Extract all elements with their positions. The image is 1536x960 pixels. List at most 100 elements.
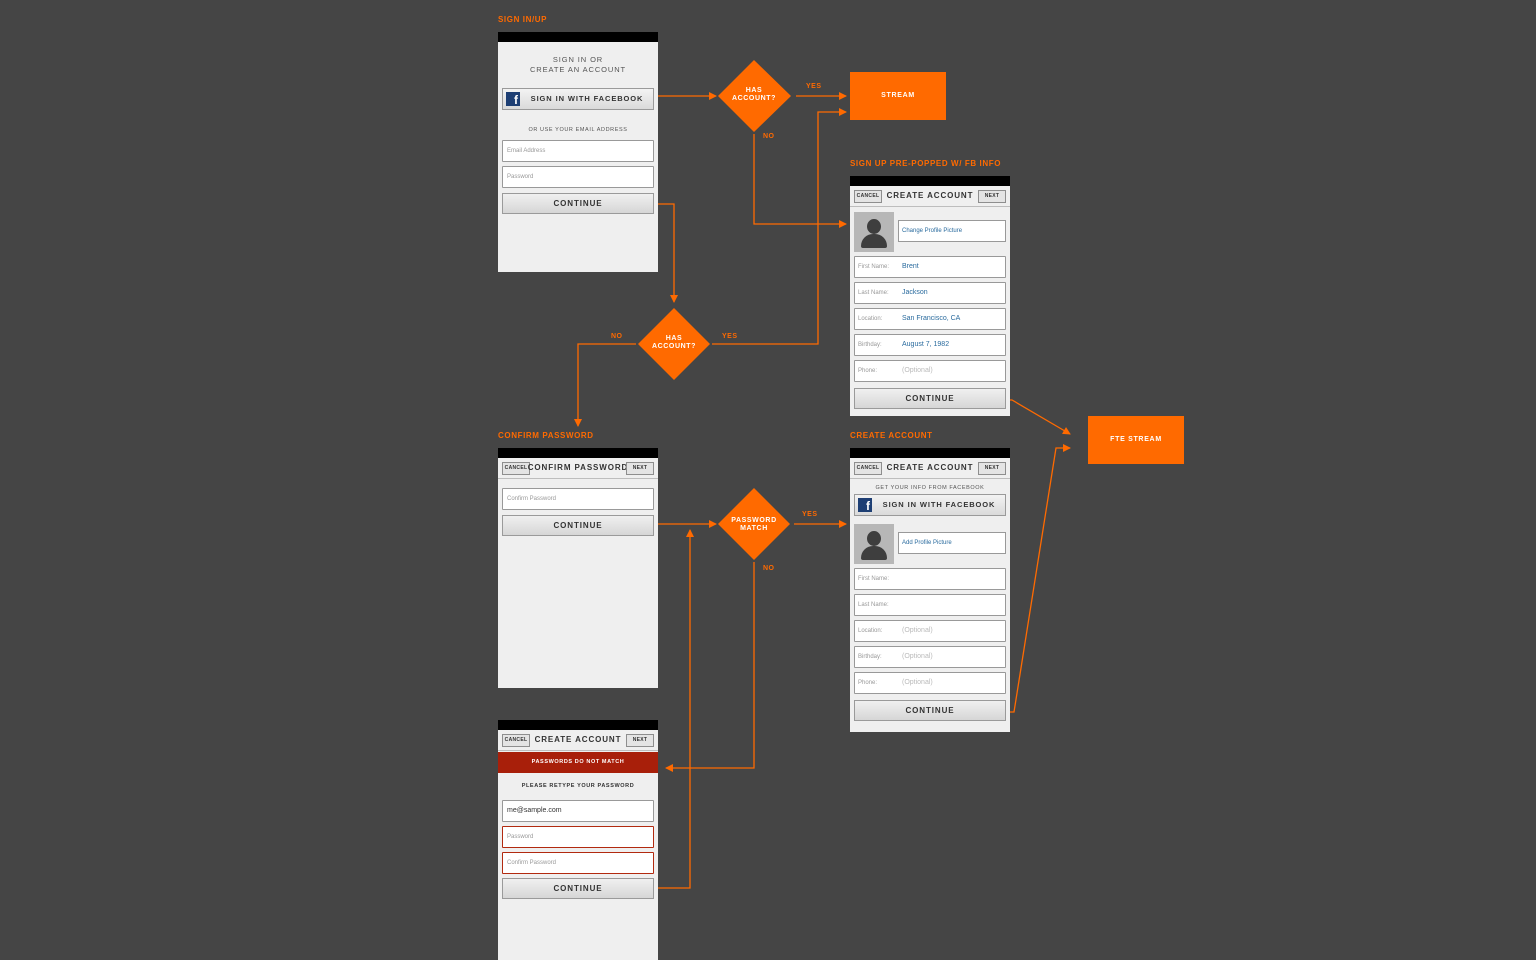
- password-field[interactable]: Password: [502, 826, 654, 848]
- confirm-password-field[interactable]: Confirm Password: [502, 852, 654, 874]
- avatar[interactable]: [854, 524, 894, 564]
- password-placeholder: Password: [507, 834, 534, 840]
- last-name-field[interactable]: Last Name: Jackson: [854, 282, 1006, 304]
- create-account-screen: CANCEL CREATE ACCOUNT NEXT GET YOUR INFO…: [850, 448, 1010, 732]
- location-value: San Francisco, CA: [902, 315, 961, 322]
- last-name-value: Jackson: [902, 289, 928, 296]
- or-email-text: OR USE YOUR EMAIL ADDRESS: [528, 127, 628, 133]
- facebook-signin-button[interactable]: f SIGN IN WITH FACEBOOK: [854, 494, 1006, 516]
- section-label-signup-prepopped: SIGN UP PRE-POPPED W/ FB INFO: [850, 159, 1002, 168]
- password-field[interactable]: Password: [502, 166, 654, 188]
- avatar-head-icon: [867, 219, 881, 234]
- get-info-text: GET YOUR INFO FROM FACEBOOK: [875, 485, 985, 491]
- nav-title: CREATE ACCOUNT: [886, 463, 974, 472]
- change-profile-picture-field[interactable]: Change Profile Picture: [898, 220, 1006, 242]
- birthday-value: August 7, 1982: [902, 341, 950, 348]
- status-bar: [850, 176, 1010, 186]
- location-field[interactable]: Location: (Optional): [854, 620, 1006, 642]
- avatar-body-icon: [861, 234, 887, 248]
- first-name-label: First Name:: [858, 576, 890, 582]
- confirm-password-field[interactable]: Confirm Password: [502, 488, 654, 510]
- facebook-signin-label: SIGN IN WITH FACEBOOK: [530, 94, 644, 103]
- signin-continue-button[interactable]: CONTINUE: [502, 193, 654, 214]
- avatar-body-icon: [861, 546, 887, 560]
- phone-value: (Optional): [902, 367, 933, 374]
- nav-bar: CANCEL CREATE ACCOUNT NEXT: [850, 458, 1010, 479]
- next-button[interactable]: NEXT: [626, 462, 654, 475]
- facebook-signin-label: SIGN IN WITH FACEBOOK: [882, 500, 996, 509]
- confirm-password-placeholder: Confirm Password: [507, 860, 557, 866]
- avatar-head-icon: [867, 531, 881, 546]
- first-name-value: Brent: [902, 263, 919, 270]
- birthday-field[interactable]: Birthday: (Optional): [854, 646, 1006, 668]
- add-profile-picture-label: Add Profile Picture: [902, 540, 952, 546]
- signin-heading-line2: CREATE AN ACCOUNT: [529, 65, 626, 74]
- no-label-3: NO: [763, 565, 775, 572]
- create-continue-button[interactable]: CONTINUE: [854, 700, 1006, 721]
- add-profile-picture-field[interactable]: Add Profile Picture: [898, 532, 1006, 554]
- next-button[interactable]: NEXT: [978, 190, 1006, 203]
- location-value: (Optional): [902, 627, 933, 634]
- error-banner: PASSWORDS DO NOT MATCH: [498, 752, 658, 773]
- nav-title: CREATE ACCOUNT: [886, 191, 974, 200]
- confirm-continue-button[interactable]: CONTINUE: [502, 515, 654, 536]
- email-field[interactable]: Email Address: [502, 140, 654, 162]
- location-label: Location:: [858, 316, 883, 322]
- confirm-password-screen: CANCEL CONFIRM PASSWORD NEXT Confirm Pas…: [498, 448, 658, 688]
- nav-title: CONFIRM PASSWORD: [527, 463, 629, 472]
- no-label-1: NO: [763, 133, 775, 140]
- cancel-button[interactable]: CANCEL: [854, 462, 882, 475]
- location-label: Location:: [858, 628, 883, 634]
- email-value: me@sample.com: [507, 807, 562, 814]
- next-button[interactable]: NEXT: [978, 462, 1006, 475]
- first-name-field[interactable]: First Name:: [854, 568, 1006, 590]
- first-name-field[interactable]: First Name: Brent: [854, 256, 1006, 278]
- no-label-2: NO: [611, 333, 623, 340]
- birthday-label: Birthday:: [858, 654, 882, 660]
- phone-value: (Optional): [902, 679, 933, 686]
- nav-bar: CANCEL CONFIRM PASSWORD NEXT: [498, 458, 658, 479]
- cancel-button[interactable]: CANCEL: [854, 190, 882, 203]
- avatar[interactable]: [854, 212, 894, 252]
- last-name-label: Last Name:: [858, 602, 889, 608]
- facebook-signin-button[interactable]: f SIGN IN WITH FACEBOOK: [502, 88, 654, 110]
- retype-password-text: PLEASE RETYPE YOUR PASSWORD: [521, 783, 635, 789]
- phone-field[interactable]: Phone: (Optional): [854, 360, 1006, 382]
- signin-screen: SIGN IN OR CREATE AN ACCOUNT f SIGN IN W…: [498, 32, 658, 272]
- birthday-label: Birthday:: [858, 342, 882, 348]
- password-placeholder: Password: [507, 174, 534, 180]
- nav-title: CREATE ACCOUNT: [534, 735, 622, 744]
- first-name-label: First Name:: [858, 264, 890, 270]
- section-label-create-account: CREATE ACCOUNT: [850, 431, 933, 440]
- status-bar: [498, 448, 658, 458]
- email-placeholder: Email Address: [507, 148, 546, 154]
- password-mismatch-screen: CANCEL CREATE ACCOUNT NEXT PASSWORDS DO …: [498, 720, 658, 960]
- change-profile-picture-label: Change Profile Picture: [902, 228, 963, 234]
- cancel-button[interactable]: CANCEL: [502, 734, 530, 747]
- status-bar: [850, 448, 1010, 458]
- prepopped-continue-button[interactable]: CONTINUE: [854, 388, 1006, 409]
- email-field[interactable]: me@sample.com: [502, 800, 654, 822]
- next-button[interactable]: NEXT: [626, 734, 654, 747]
- decision-has-account-2: [638, 308, 710, 380]
- phone-field[interactable]: Phone: (Optional): [854, 672, 1006, 694]
- cancel-button[interactable]: CANCEL: [502, 462, 530, 475]
- confirm-password-placeholder: Confirm Password: [507, 496, 557, 502]
- phone-label: Phone:: [858, 680, 878, 686]
- birthday-field[interactable]: Birthday: August 7, 1982: [854, 334, 1006, 356]
- location-field[interactable]: Location: San Francisco, CA: [854, 308, 1006, 330]
- fte-stream-box: FTE STREAM: [1088, 416, 1184, 464]
- yes-label-2: YES: [722, 333, 738, 340]
- birthday-value: (Optional): [902, 653, 933, 660]
- yes-label-1: YES: [806, 83, 822, 90]
- last-name-field[interactable]: Last Name:: [854, 594, 1006, 616]
- last-name-label: Last Name:: [858, 290, 889, 296]
- section-label-sign-in-up: SIGN IN/UP: [498, 15, 548, 24]
- prepopped-signup-screen: CANCEL CREATE ACCOUNT NEXT Change Profil…: [850, 176, 1010, 416]
- mismatch-continue-button[interactable]: CONTINUE: [502, 878, 654, 899]
- section-label-confirm-password: CONFIRM PASSWORD: [498, 431, 594, 440]
